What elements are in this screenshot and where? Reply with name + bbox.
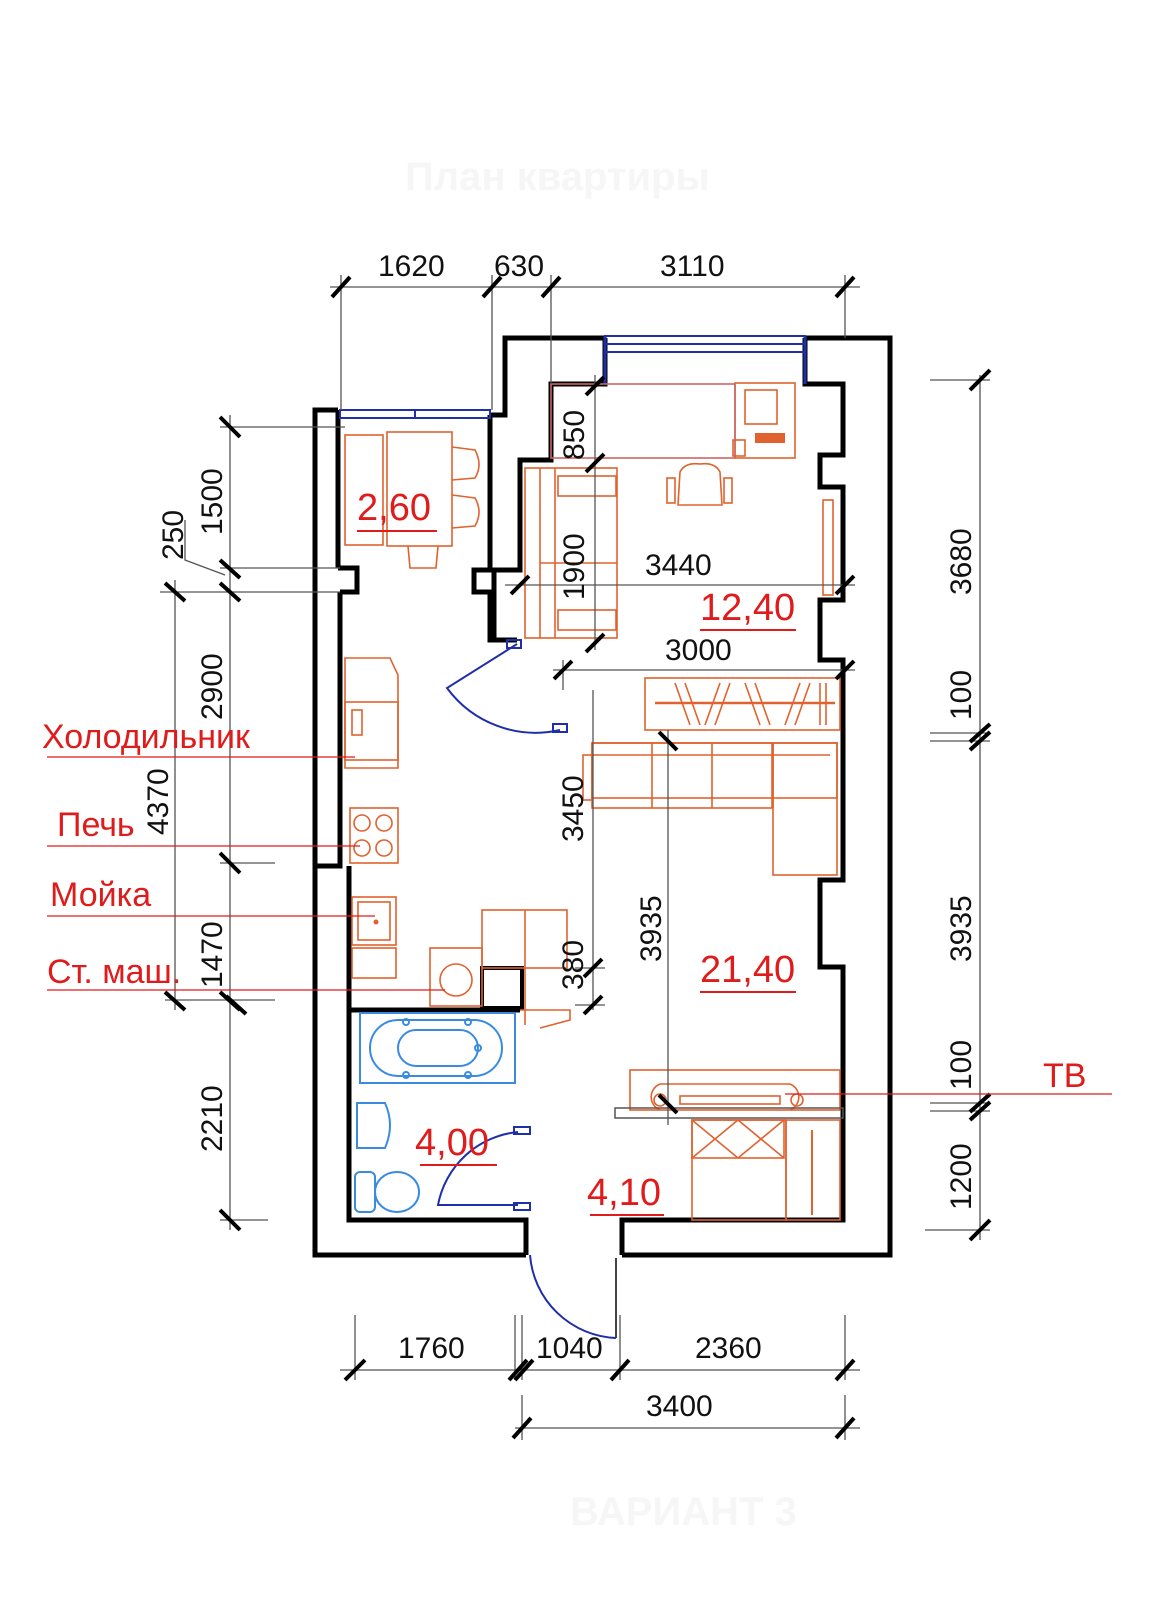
dim-right-3935: 3935	[945, 895, 978, 962]
area-hallway: 4,10	[587, 1172, 661, 1214]
balcony-furniture	[344, 431, 480, 569]
leader-lines	[47, 756, 1112, 1095]
area-bedroom: 12,40	[700, 587, 795, 629]
bedroom-furniture	[524, 382, 834, 639]
dim-bottom-1: 1760	[398, 1332, 465, 1365]
dim-top-1: 1620	[378, 250, 445, 283]
dim-bottom-3: 2360	[695, 1332, 762, 1365]
label-sink: Мойка	[50, 876, 151, 914]
dim-left-2210: 2210	[196, 1085, 229, 1152]
dim-living-depth-left: 3450	[557, 775, 590, 842]
dim-right-3680: 3680	[945, 528, 978, 595]
kitchen-furniture	[344, 657, 571, 1029]
label-tv: ТВ	[1043, 1057, 1086, 1095]
dim-top-3: 3110	[660, 250, 725, 283]
label-fridge: Холодильник	[42, 718, 251, 756]
dim-bottom-total: 3400	[646, 1390, 713, 1423]
dim-left-1470: 1470	[196, 921, 229, 988]
dim-living-depth: 3935	[635, 895, 668, 962]
title-watermark: План квартиры	[405, 155, 710, 199]
variant-watermark: ВАРИАНТ 3	[570, 1490, 797, 1534]
dim-right-100b: 100	[945, 1040, 978, 1090]
label-washer: Ст. маш.	[47, 953, 181, 991]
dim-sofa-length: 1900	[558, 533, 591, 600]
doors	[436, 639, 617, 1339]
dim-left-4370: 4370	[142, 768, 175, 835]
dim-left-250: 250	[157, 510, 190, 560]
dim-bottom-2: 1040	[536, 1332, 603, 1365]
dim-living-width: 3000	[665, 634, 732, 667]
area-bathroom: 4,00	[415, 1122, 489, 1164]
dim-bedroom-width: 3440	[645, 549, 712, 582]
area-living: 21,40	[700, 949, 795, 991]
dim-top-2: 630	[494, 250, 544, 283]
area-balcony: 2,60	[357, 487, 431, 529]
label-stove: Печь	[57, 806, 135, 844]
dim-niche: 380	[557, 940, 590, 990]
windows	[339, 335, 807, 419]
exterior-walls	[312, 335, 893, 1258]
bathroom-fixtures	[354, 1012, 516, 1213]
dim-bedroom-depth: 850	[558, 410, 591, 460]
dim-left-2900: 2900	[196, 653, 229, 720]
dim-right-100a: 100	[945, 670, 978, 720]
dim-left-1500: 1500	[196, 468, 229, 535]
dim-right-1200: 1200	[945, 1143, 978, 1210]
dimension-lines	[160, 275, 992, 1440]
living-furniture	[582, 677, 844, 1221]
